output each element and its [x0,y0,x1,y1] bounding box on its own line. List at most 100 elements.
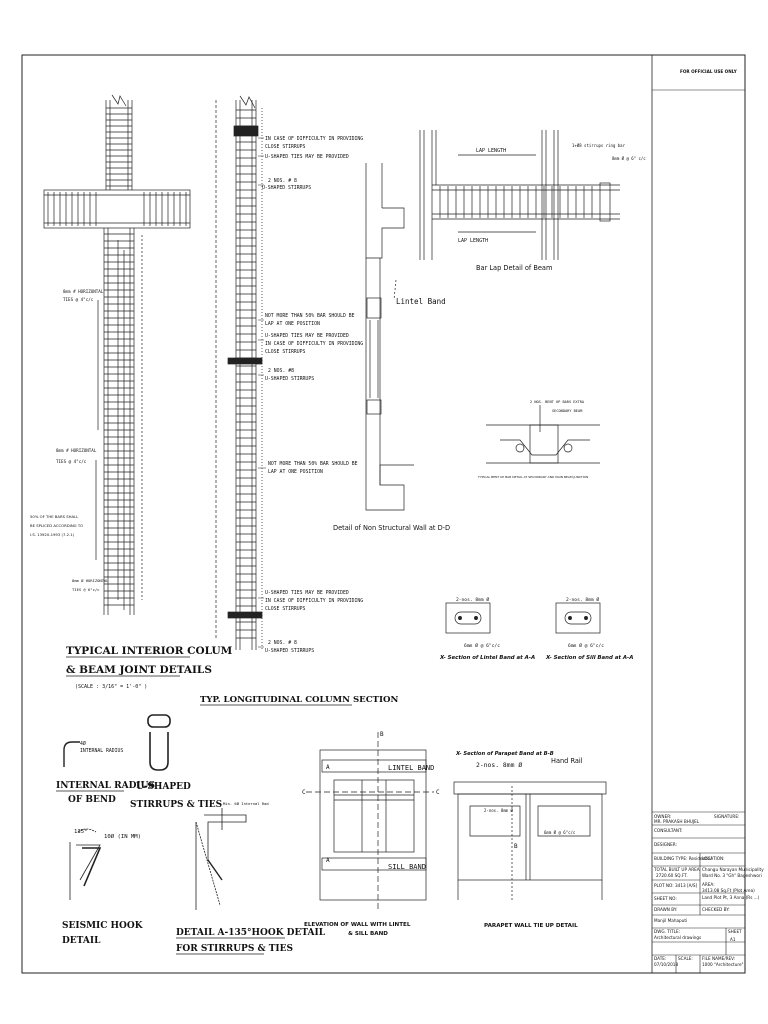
svg-text:Ward No. 3 "Gh" Bageshwori: Ward No. 3 "Gh" Bageshwori [702,873,762,878]
hand-rail-label: Hand Rail [551,757,583,765]
svg-text:BUILDING TYPE: Residential: BUILDING TYPE: Residential [654,856,712,861]
svg-text:FILE NAME/REV:: FILE NAME/REV: [702,956,735,961]
lintel-band-label: Lintel Band [396,297,446,306]
svg-text:2-nos. 8mm Ø: 2-nos. 8mm Ø [456,596,489,603]
title-block [652,89,745,973]
ties-label-1b: TIES @ 4"c/c [63,297,94,302]
seismic-title-1: SEISMIC HOOK [62,921,144,931]
lintel-section-title: X- Section of Lintel Band at A-A [439,655,535,661]
svg-text:1000 "Architecture": 1000 "Architecture" [702,962,744,967]
svg-text:CLOSE STIRRUPS: CLOSE STIRRUPS [265,349,306,355]
svg-text:AREA:: AREA: [702,882,715,887]
longitudinal-section [215,95,263,650]
svg-text:IN CASE OF DIFFICULTY IN PROVI: IN CASE OF DIFFICULTY IN PROVIDING [265,598,363,604]
ties-label-3a: 8mm Ø HORIZONTAL [72,578,109,583]
ties-label-3b: TIES @ 6"c/c [72,587,99,592]
svg-text:Changu Narayan Municipality: Changu Narayan Municipality [702,867,764,872]
svg-text:SIGNATURE:: SIGNATURE: [714,814,739,819]
bent-up-title: TYPICAL BENT UP BAR DETAIL AT SECONDARY … [477,475,588,479]
splice-note-2: BE SPLICED ACCORDING TO [30,523,83,528]
svg-text:A: A [326,857,330,864]
svg-text:B: B [380,731,384,738]
parapet-xsec: X- Section of Parapet Band at B-B [455,751,554,757]
parapet-bars: 2-nos. 8mm Ø [476,761,522,769]
svg-text:6mm Ø @ 6"c/c: 6mm Ø @ 6"c/c [568,642,604,649]
svg-text:DWG. TITLE:: DWG. TITLE: [654,929,680,934]
svg-text:CLOSE STIRRUPS: CLOSE STIRRUPS [265,144,306,150]
svg-text:LOCATION:: LOCATION: [702,856,725,861]
svg-text:Land Plot Pt, 3 Anna (Rs ...): Land Plot Pt, 3 Anna (Rs ...) [702,895,760,900]
svg-text:U-SHAPED TIES MAY BE PROVIDED: U-SHAPED TIES MAY BE PROVIDED [265,154,349,160]
svg-text:U-SHAPED STIRRUPS: U-SHAPED STIRRUPS [265,648,314,654]
interior-column-scale: (SCALE : 3/16" = 1'-0" ) [75,684,147,690]
svg-text:SHEET NO:: SHEET NO: [654,896,677,901]
interior-column-title-1: TYPICAL INTERIOR COLUM [66,645,233,657]
svg-text:U-SHAPED STIRRUPS: U-SHAPED STIRRUPS [262,185,311,191]
internal-radius-title-2: OF BEND [68,795,116,805]
beam-bar-note-2: 8mm Ø @ 6" c/c [612,156,646,161]
svg-text:CONSULTANT:: CONSULTANT: [654,828,683,833]
svg-text:C: C [436,789,440,796]
svg-text:INTERNAL RADIUS: INTERNAL RADIUS [80,748,123,754]
svg-text:SCALE:: SCALE: [678,956,693,961]
bent-up-detail [486,405,600,464]
svg-text:LAP AT ONE POSITION: LAP AT ONE POSITION [265,321,320,327]
ties-label-1a: 8mm # HORIZONTAL [63,289,104,294]
wall-dd-title: Detail of Non Structural Wall at D-D [333,524,450,532]
sill-band-section [555,602,601,634]
splice-note-1: 50% OF THE BARS SHALL [30,514,79,519]
svg-text:DRAWN BY:: DRAWN BY: [654,907,677,912]
svg-text:IN CASE OF DIFFICULTY IN PROVI: IN CASE OF DIFFICULTY IN PROVIDING [265,341,363,347]
svg-text:LINTEL BAND: LINTEL BAND [388,764,434,772]
svg-text:SILL BAND: SILL BAND [388,863,426,871]
svg-text:B: B [514,843,518,850]
svg-text:A: A [326,764,330,771]
wall-elevation-title-1: ELEVATION OF WALL WITH LINTEL [304,922,411,928]
svg-text:MR. PRAKASH BHUJEL: MR. PRAKASH BHUJEL [654,819,700,824]
svg-text:6mm Ø @ 6"c/c: 6mm Ø @ 6"c/c [464,642,500,649]
seismic-hook-detail [69,828,102,900]
sheet-border [21,54,746,974]
ties-label-2b: TIES @ 4"c/c [56,459,87,464]
wall-elevation-title-2: & SILL BAND [348,931,388,937]
detail-a-title-2: FOR STIRRUPS & TIES [176,944,293,954]
svg-text:135°: 135° [74,829,87,835]
svg-text:DESIGNER:: DESIGNER: [654,842,677,847]
svg-text:2720.60 SQ.FT.: 2720.60 SQ.FT. [656,873,688,878]
svg-text:DATE:: DATE: [654,956,666,961]
beam-lap-title: Bar Lap Detail of Beam [476,264,552,272]
bent-up-note-2: SECONDARY BEAM [552,409,583,413]
beam-lap-detail [419,130,620,260]
ties-label-2a: 8mm # HORIZONTAL [56,448,97,453]
svg-text:2 NOS. # 8: 2 NOS. # 8 [268,640,297,646]
svg-text:U-SHAPED TIES MAY BE PROVIDED: U-SHAPED TIES MAY BE PROVIDED [265,333,349,339]
svg-text:FOR OFFICIAL USE ONLY: FOR OFFICIAL USE ONLY [680,69,738,74]
lintel-band-section [445,602,491,634]
sill-section-title: X- Section of Sill Band at A-A [545,655,633,661]
svg-text:U-SHAPED TIES MAY BE PROVIDED: U-SHAPED TIES MAY BE PROVIDED [265,590,349,596]
svg-text:TOTAL BUILT UP AREA: TOTAL BUILT UP AREA [653,867,700,872]
interior-column-title-2: & BEAM JOINT DETAILS [66,664,212,676]
longitudinal-title: TYP. LONGITUDINAL COLUMN SECTION [200,695,398,705]
svg-text:Min. 6Ø Internal Rad: Min. 6Ø Internal Rad [223,801,269,806]
bent-up-note-1: 2 NOS. BENT UP BARS EXTRA [530,400,585,404]
svg-text:6mm Ø @ 6"c/c: 6mm Ø @ 6"c/c [544,830,576,835]
svg-text:2-nos. 8mm Ø: 2-nos. 8mm Ø [566,596,599,603]
detail-a-title-1: DETAIL A-135°HOOK DETAIL [176,928,326,938]
u-shaped-title-1: U-SHAPED [136,782,191,792]
lap-length-top: LAP LENGTH [476,148,506,154]
internal-radius-title-1: INTERNAL RADIUS [56,781,155,791]
svg-text:NOT MORE THAN 50% BAR SHOULD B: NOT MORE THAN 50% BAR SHOULD BE [268,461,358,467]
svg-text:2-nos. 8mm Ø: 2-nos. 8mm Ø [484,808,513,813]
svg-text:LAP AT ONE POSITION: LAP AT ONE POSITION [268,469,323,475]
svg-text:OWNER:: OWNER: [654,814,671,819]
svg-text:PLOT NO: 3413 [A/S]: PLOT NO: 3413 [A/S] [654,883,698,888]
svg-text:2 NOS. # 8: 2 NOS. # 8 [268,178,297,184]
svg-text:CHECKED BY:: CHECKED BY: [702,907,730,912]
svg-text:IN CASE OF DIFFICULTY IN PROVI: IN CASE OF DIFFICULTY IN PROVIDING [265,136,363,142]
seismic-title-2: DETAIL [62,936,101,946]
u-shaped-title-2: STIRRUPS & TIES [130,800,222,810]
longitudinal-notes: IN CASE OF DIFFICULTY IN PROVIDING CLOSE… [262,136,363,654]
wall-elevation [306,732,434,910]
